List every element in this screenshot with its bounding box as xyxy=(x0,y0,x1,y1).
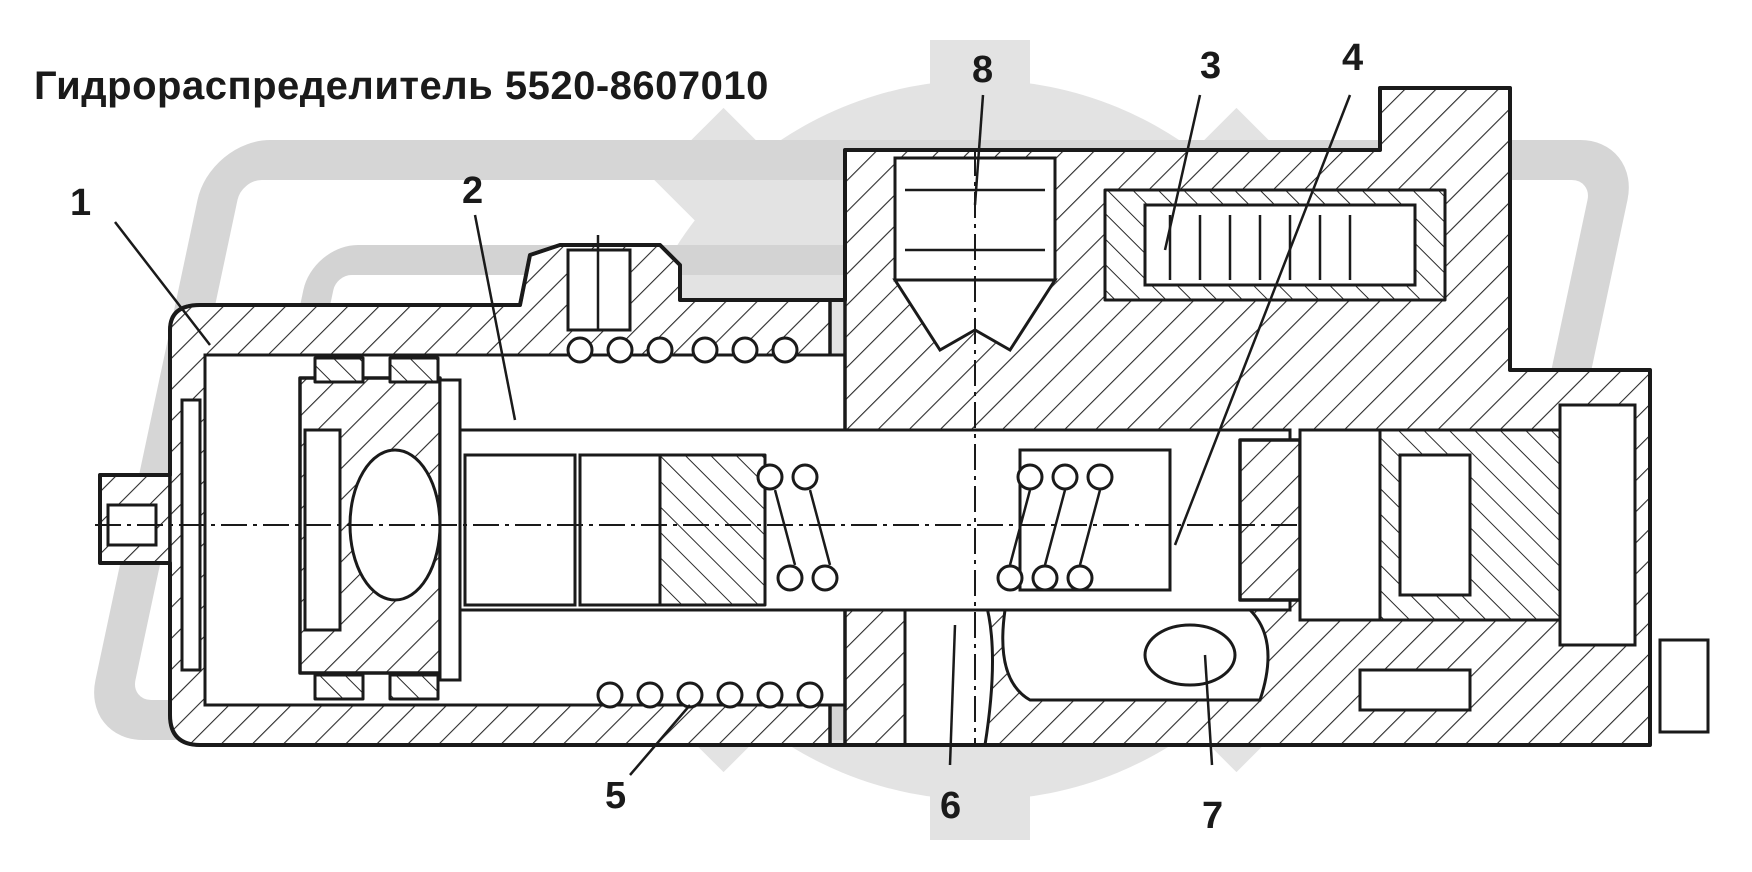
leader-lines xyxy=(114,94,1352,776)
callout-8: 8 xyxy=(972,49,993,91)
piston-1 xyxy=(298,376,462,682)
seal-rings xyxy=(313,356,440,701)
callout-1: 1 xyxy=(70,182,91,224)
housing-outline xyxy=(98,86,1652,747)
diagram-title: Гидрораспределитель 5520-8607010 xyxy=(34,64,769,108)
spring-coils-upper xyxy=(566,336,799,364)
callout-5: 5 xyxy=(605,775,626,817)
spool-assembly xyxy=(438,428,1562,622)
callout-labels: 1 2 3 4 5 6 7 8 xyxy=(70,37,1363,837)
spring-coils-inner-right xyxy=(996,463,1114,592)
centre-lines xyxy=(95,150,1300,745)
callout-2: 2 xyxy=(462,170,483,212)
callout-4: 4 xyxy=(1342,37,1363,79)
callout-6: 6 xyxy=(940,785,961,827)
spring-coils-lower xyxy=(596,681,824,709)
callout-3: 3 xyxy=(1200,45,1221,87)
left-end-boss xyxy=(98,473,172,565)
spring-coils-inner-left xyxy=(756,463,839,592)
callout-7: 7 xyxy=(1202,795,1223,837)
